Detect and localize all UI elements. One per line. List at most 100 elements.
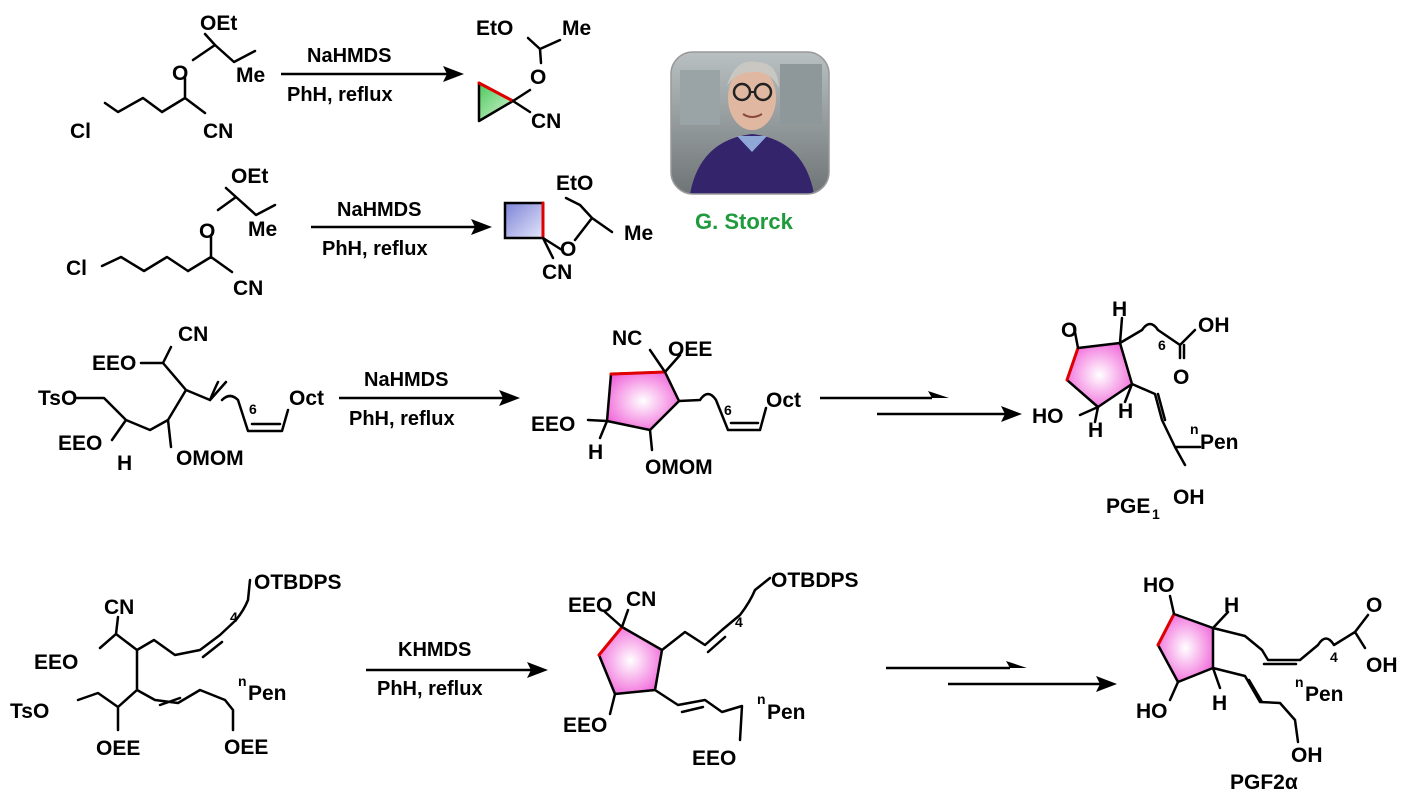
target-name: PGF2α <box>1230 771 1298 794</box>
ethoxy-label: EtO <box>476 17 513 40</box>
pgf2a-target: HO H 4 O OH HO H n Pen OH PGF2α <box>1136 574 1398 794</box>
pentyl-superscript: n <box>238 673 247 689</box>
cyclobutane-ring <box>503 201 545 240</box>
pentyl-superscript: n <box>1295 674 1304 690</box>
nitrile-label: CN <box>104 596 134 619</box>
methyl-label: Me <box>248 218 277 241</box>
oxygen-label: O <box>199 220 215 243</box>
nitrile-label: CN <box>178 323 208 346</box>
pge1-target: O H 6 OH O HO H H n Pen OH PGE 1 <box>1032 298 1239 522</box>
eeo-label: EEO <box>92 352 136 375</box>
reagent-label: NaHMDS <box>337 199 421 221</box>
pentyl-label: Pen <box>1305 683 1344 706</box>
hydrogen-label-3: H <box>1118 400 1133 423</box>
pentyl-superscript: n <box>1190 421 1199 437</box>
stork-portrait: G. Storck <box>670 51 830 234</box>
chloro-label: Cl <box>70 120 91 143</box>
methyl-label: Me <box>236 64 265 87</box>
hydroxyl-label-2: HO <box>1136 700 1168 723</box>
reagent-label: KHMDS <box>398 639 471 661</box>
methyl-label: Me <box>562 17 591 40</box>
reaction-1: OEt O Me Cl CN NaHMDS PhH, reflux EtO Me… <box>70 12 591 143</box>
octyl-label: Oct <box>289 387 324 410</box>
hydrogen-label: H <box>588 441 603 464</box>
reaction-4-product: EEO CN 4 OTBDPS EEO n Pen EEO <box>563 569 859 770</box>
reaction-2-product: EtO O Me CN <box>503 172 653 284</box>
carbonyl-oxygen-label: O <box>1366 594 1382 617</box>
hydroxyl-label: HO <box>1143 574 1175 597</box>
scientist-name: G. Storck <box>695 209 794 234</box>
hydrogen-label-2: H <box>1088 419 1103 442</box>
chain-count-label: 4 <box>735 614 743 630</box>
pentyl-label: Pen <box>1200 431 1239 454</box>
octyl-label: Oct <box>766 389 801 412</box>
chain-count-label: 4 <box>230 609 238 625</box>
oxygen-label: O <box>560 238 576 261</box>
chain-count-label: 6 <box>1158 337 1166 353</box>
oee-label: OEE <box>668 338 712 361</box>
chain-count-label: 6 <box>724 402 732 418</box>
nitrile-label: CN <box>531 110 561 133</box>
methyl-label: Me <box>624 222 653 245</box>
eeo-label: EEO <box>568 594 612 617</box>
nitrile-label: CN <box>203 120 233 143</box>
eeo-label-3: EEO <box>692 747 736 770</box>
oxygen-label: O <box>530 66 546 89</box>
nitrile-label: CN <box>233 277 263 300</box>
oet-label: OEt <box>231 165 268 188</box>
hydrogen-label-2: H <box>1212 692 1227 715</box>
hydrogen-label: H <box>117 452 132 475</box>
multistep-arrow-2 <box>886 661 1117 692</box>
reaction-4-starting-material: CN 4 OTBDPS EEO TsO n Pen OEE OEE <box>10 571 342 760</box>
pentyl-superscript: n <box>757 691 766 707</box>
conditions-label: PhH, reflux <box>377 678 483 700</box>
reaction-3-arrow: NaHMDS PhH, reflux <box>339 369 520 430</box>
hydrogen-label: H <box>1224 594 1239 617</box>
eeo-label-2: EEO <box>58 432 102 455</box>
reaction-3: CN EEO TsO 6 Oct EEO H OMOM NaHMDS PhH, … <box>38 298 1239 522</box>
chloro-label: Cl <box>66 257 87 280</box>
reaction-2: OEt O Me Cl CN NaHMDS PhH, reflux EtO O … <box>66 165 653 300</box>
pentyl-label: Pen <box>767 701 806 724</box>
omom-label: OMOM <box>645 456 713 479</box>
nitrile-label: NC <box>612 327 642 350</box>
eeo-label: EEO <box>34 651 78 674</box>
acid-oh-label: OH <box>1198 314 1230 337</box>
reaction-4-arrow: KHMDS PhH, reflux <box>366 639 548 700</box>
conditions-label: PhH, reflux <box>322 238 428 260</box>
cyclopentane-ring <box>597 625 664 696</box>
omom-label: OMOM <box>176 447 244 470</box>
reaction-1-product: EtO Me O CN <box>476 17 591 133</box>
tosylate-label: TsO <box>38 387 77 410</box>
ethoxy-label: EtO <box>556 172 593 195</box>
hydroxyl-label-3: OH <box>1291 744 1323 767</box>
reaction-3-starting-material: CN EEO TsO 6 Oct EEO H OMOM <box>38 323 324 475</box>
oet-label: OEt <box>200 12 237 35</box>
hydrogen-label: H <box>1112 298 1127 321</box>
reaction-3-product: NC OEE EEO H 6 Oct OMOM <box>531 327 801 479</box>
reaction-1-arrow: NaHMDS PhH, reflux <box>281 45 464 106</box>
conditions-label: PhH, reflux <box>287 84 393 106</box>
oxygen-label: O <box>172 62 188 85</box>
cyclopropane-ring <box>477 81 515 123</box>
chain-count-label: 4 <box>1330 649 1338 665</box>
acid-oh-label: OH <box>1366 654 1398 677</box>
hydroxyl-label: HO <box>1032 405 1064 428</box>
cyclopentane-ring <box>605 370 681 432</box>
reaction-1-starting-material: OEt O Me Cl CN <box>70 12 265 143</box>
otbdps-label: OTBDPS <box>254 571 342 594</box>
reaction-2-arrow: NaHMDS PhH, reflux <box>311 199 492 260</box>
target-name-subscript: 1 <box>1152 506 1160 522</box>
reagent-label: NaHMDS <box>364 369 448 391</box>
oee-label: OEE <box>96 737 140 760</box>
oee-label-2: OEE <box>224 736 268 759</box>
pentyl-label: Pen <box>248 682 287 705</box>
chain-count-label: 6 <box>249 401 257 417</box>
eeo-label-2: EEO <box>563 714 607 737</box>
reaction-4: CN 4 OTBDPS EEO TsO n Pen OEE OEE KHMDS … <box>10 569 1398 794</box>
ketone-oxygen-label: O <box>1061 319 1077 342</box>
reaction-2-starting-material: OEt O Me Cl CN <box>66 165 277 300</box>
nitrile-label: CN <box>542 261 572 284</box>
multistep-arrow-1 <box>820 391 1022 422</box>
